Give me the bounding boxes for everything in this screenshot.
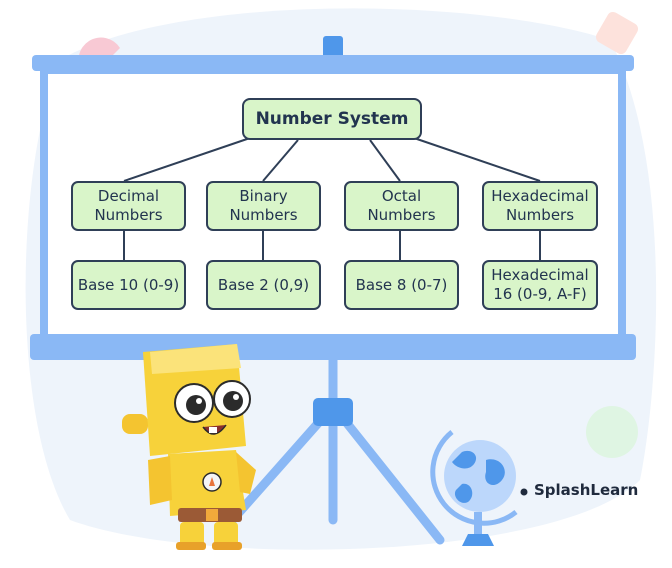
pink-square-decoration (595, 11, 639, 55)
node-binary-numbers: Binary Numbers (206, 181, 321, 231)
node-octal-numbers: Octal Numbers (344, 181, 459, 231)
node-base-16: Hexadecimal 16 (0-9, A-F) (482, 260, 598, 310)
node-base-2: Base 2 (0,9) (206, 260, 321, 310)
node-base-10: Base 10 (0-9) (71, 260, 186, 310)
node-base-8: Base 8 (0-7) (344, 260, 459, 310)
yellow-robot-mascot (122, 344, 256, 550)
node-decimal-numbers: Decimal Numbers (71, 181, 186, 231)
splashlearn-wordmark: SplashLearn (534, 481, 639, 499)
node-number-system: Number System (242, 98, 422, 140)
node-hexadecimal-numbers: Hexadecimal Numbers (482, 181, 598, 231)
tripod-joint (313, 398, 353, 426)
splashlearn-logo (520, 488, 528, 496)
globe-icon (430, 430, 518, 546)
green-circle-decoration (586, 406, 638, 458)
diagram-connectors (123, 137, 541, 260)
